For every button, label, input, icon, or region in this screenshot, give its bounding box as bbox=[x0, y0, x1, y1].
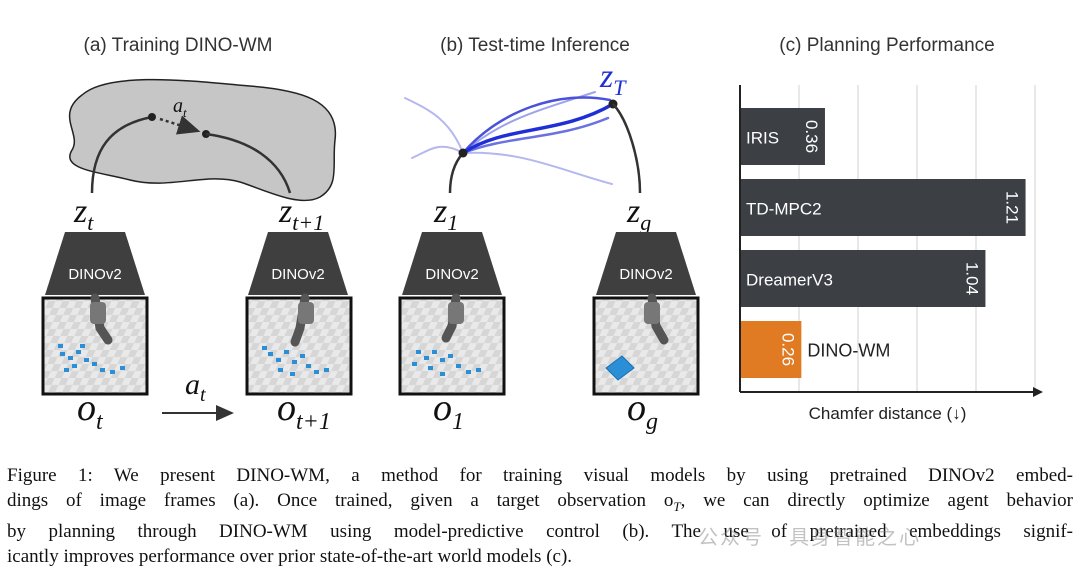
zg-stem bbox=[612, 103, 642, 194]
figure-caption: Figure 1: We present DINO-WM, a method f… bbox=[7, 463, 1073, 569]
encoder-right-b: DINOv2 bbox=[596, 232, 696, 295]
zg-label: zg bbox=[626, 193, 651, 235]
o1-label: o1 bbox=[433, 387, 464, 435]
bar-label-iris: IRIS bbox=[746, 129, 779, 148]
bar-dreamerv3 bbox=[740, 250, 986, 307]
action-label-bottom: at bbox=[185, 368, 206, 406]
action-arrow-dotted bbox=[159, 115, 201, 135]
caption-line-1: Figure 1: We present DINO-WM, a method f… bbox=[7, 465, 1073, 486]
panel-c-title: (c) Planning Performance bbox=[779, 35, 994, 56]
og-label: og bbox=[627, 387, 658, 435]
x-axis-label: Chamfer distance (↓) bbox=[809, 404, 967, 423]
action-label-top: at bbox=[173, 95, 187, 120]
observation-frame-ot1 bbox=[245, 293, 353, 396]
observation-frame-o1 bbox=[398, 293, 506, 396]
latent-point-zt bbox=[148, 113, 156, 121]
z1-stem bbox=[448, 152, 464, 194]
bar-td-mpc2 bbox=[740, 179, 1026, 236]
bar-value-dino-wm: 0.26 bbox=[778, 333, 797, 366]
watermark: 公众号 · 具身智能之心 bbox=[698, 525, 922, 549]
observation-frame-ot bbox=[41, 293, 149, 396]
caption-line-4: icantly improves performance over prior … bbox=[7, 545, 573, 567]
svg-text:DINOv2: DINOv2 bbox=[425, 266, 478, 283]
bar-label-dreamerv3: DreamerV3 bbox=[746, 271, 833, 290]
caption-line-3: by planning through DINO-WM using model-… bbox=[7, 520, 1073, 542]
zT-label: zT bbox=[599, 58, 627, 100]
ot1-label: ot+1 bbox=[277, 387, 331, 435]
bar-iris bbox=[740, 108, 825, 165]
figure-svg: (a) Training DINO-WM at zt zt+1 DINOv2 D… bbox=[41, 35, 1043, 435]
encoder-right-a: DINOv2 bbox=[248, 232, 348, 295]
svg-text:DINOv2: DINOv2 bbox=[619, 266, 672, 283]
zt1-label: zt+1 bbox=[278, 193, 324, 235]
panel-a-title: (a) Training DINO-WM bbox=[84, 35, 273, 56]
encoder-left-a: DINOv2 bbox=[45, 232, 145, 295]
bar-label-dino-wm: DINO-WM bbox=[807, 341, 890, 361]
bar-value-td-mpc2: 1.21 bbox=[1003, 191, 1022, 224]
latent-path-right bbox=[205, 132, 292, 194]
ot-label: ot bbox=[77, 387, 104, 435]
svg-text:DINOv2: DINOv2 bbox=[68, 266, 121, 283]
planning-trajectories bbox=[404, 91, 615, 185]
x-axis-arrow bbox=[1033, 387, 1043, 397]
zt-label: zt bbox=[73, 193, 94, 235]
bar-label-td-mpc2: TD-MPC2 bbox=[746, 200, 822, 219]
latent-path-left bbox=[90, 115, 153, 194]
caption-sub-T: T bbox=[673, 498, 681, 514]
svg-text:DINOv2: DINOv2 bbox=[271, 266, 324, 283]
encoder-left-b: DINOv2 bbox=[402, 232, 502, 295]
caption-line-2: dings of image frames (a). Once trained,… bbox=[7, 490, 1073, 514]
observation-frame-og bbox=[592, 293, 700, 396]
bar-dino-wm bbox=[740, 321, 802, 378]
bar-value-dreamerv3: 1.04 bbox=[962, 262, 981, 295]
latent-point-z1 bbox=[458, 148, 468, 158]
bar-value-iris: 0.36 bbox=[802, 120, 821, 153]
panel-b-title: (b) Test-time Inference bbox=[440, 35, 630, 56]
latent-space-blob bbox=[68, 78, 337, 202]
z1-label: z1 bbox=[433, 193, 458, 235]
